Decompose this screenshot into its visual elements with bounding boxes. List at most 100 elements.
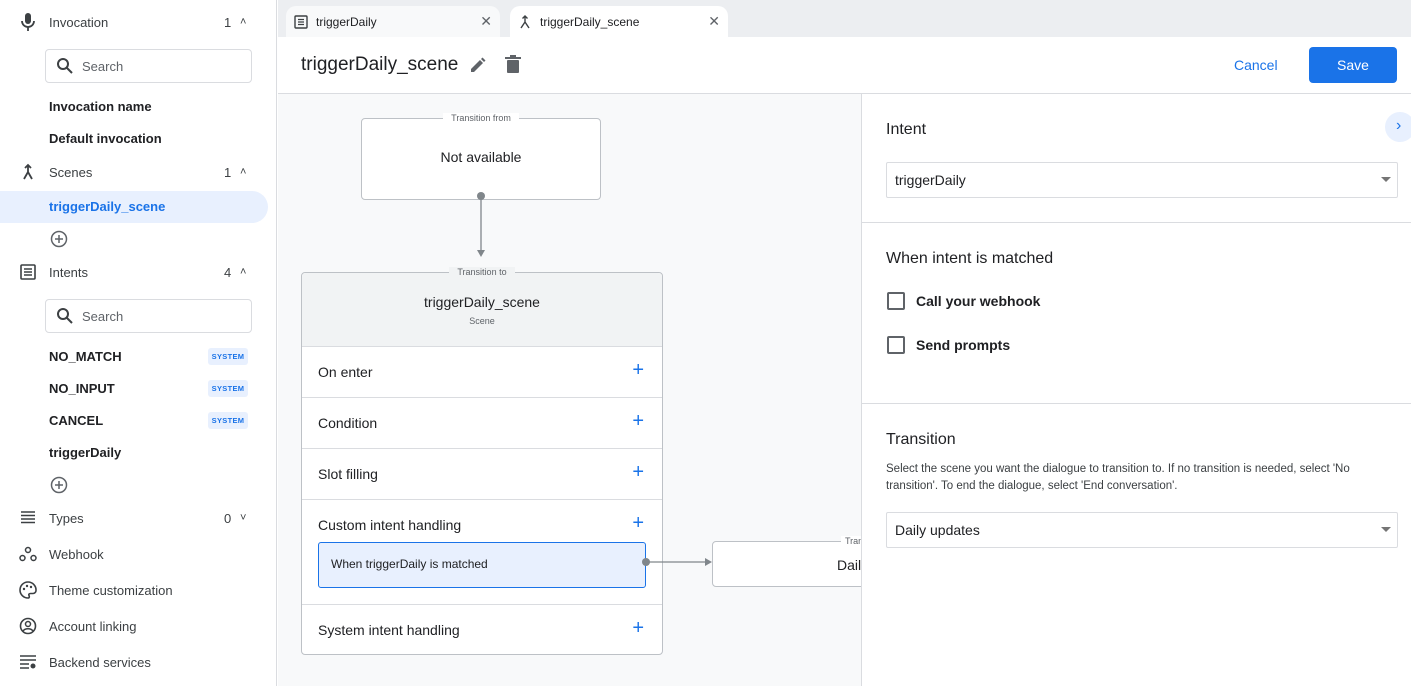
tab-label: triggerDaily [316,14,377,29]
intent-handler-item[interactable]: When triggerDaily is matched [318,542,646,588]
close-icon[interactable]: ✕ [480,13,492,29]
invocation-search-input[interactable]: Search [45,49,252,83]
link-label: Account linking [49,618,137,634]
chevron-up-icon[interactable]: ˄ [240,16,247,28]
tab-triggerdaily[interactable]: triggerDaily ✕ [286,6,500,37]
collapse-panel-chevron-icon[interactable]: › [1385,112,1411,142]
section-count: 0 [224,510,232,526]
row-label: Custom intent handling [318,517,462,533]
add-icon[interactable]: + [632,359,644,381]
add-intent-icon[interactable] [50,476,68,494]
sidebar-item-triggerdaily-scene[interactable]: triggerDaily_scene [0,191,268,223]
tab-triggerdaily-scene[interactable]: triggerDaily_scene ✕ [510,6,728,37]
description-line: transition'. To end the dialogue, select… [886,480,1178,492]
link-label: Backend services [49,654,151,670]
intent-heading: Intent [886,121,927,138]
link-label: Theme customization [49,582,173,598]
section-label: Scenes [49,164,93,180]
connector-arrow [477,192,485,257]
row-condition[interactable]: Condition+ [302,397,662,448]
sidebar-item-theme-customization[interactable]: Theme customization [0,575,276,605]
divider [862,222,1411,223]
sidebar-item-backend-services[interactable]: Backend services [0,647,276,677]
palette-icon [18,580,38,600]
scene-type-label: Scene [469,316,495,326]
row-on-enter[interactable]: On enter + [302,346,662,397]
delete-trash-icon[interactable] [505,55,521,74]
checkbox-label: Call your webhook [916,293,1041,309]
page-header: triggerDaily_scene Cancel Save [278,37,1411,94]
sidebar-item-cancel[interactable]: CANCEL [49,413,104,428]
system-badge: SYSTEM [208,380,248,397]
transition-select[interactable]: Daily updates [886,512,1398,548]
box-legend: Transition to [841,536,861,546]
sidebar-section-types[interactable]: Types 0 ˅ [0,503,276,533]
row-label: Slot filling [318,466,378,482]
row-custom-intent-handling[interactable]: Custom intent handling + When triggerDail… [302,499,662,604]
transition-target-value: Daily updates [837,557,861,573]
chevron-up-icon[interactable]: ˄ [240,166,247,178]
box-legend: Transition from [443,113,519,123]
dropdown-arrow-icon [1381,527,1391,532]
description-line: Select the scene you want the dialogue t… [886,463,1350,475]
section-count: 1 [224,164,232,180]
box-legend: Transition to [449,267,515,277]
connector-arrow [642,558,712,566]
section-label: Invocation [49,14,109,30]
sidebar-item-triggerdaily[interactable]: triggerDaily [49,445,122,460]
intent-select[interactable]: triggerDaily [886,162,1398,198]
scene-merge-icon [18,162,38,182]
sidebar-item-invocation-name[interactable]: Invocation name [49,99,152,114]
transition-heading: Transition [886,431,956,448]
chevron-up-icon[interactable]: ˄ [240,266,247,278]
row-label: System intent handling [318,622,460,638]
section-count: 4 [224,264,232,280]
sidebar-item-account-linking[interactable]: Account linking [0,611,276,641]
when-matched-heading: When intent is matched [886,250,1054,267]
edit-pencil-icon[interactable] [469,56,487,74]
tab-label: triggerDaily_scene [540,14,640,29]
scene-name: triggerDaily_scene [424,294,540,310]
transition-from-value: Not available [440,149,522,165]
sidebar-section-intents[interactable]: Intents 4 ˄ [0,257,276,287]
save-button[interactable]: Save [1309,47,1397,83]
sidebar-section-invocation[interactable]: Invocation 1 ˄ [0,7,276,37]
intents-search-input[interactable]: Search [45,299,252,333]
page-title: triggerDaily_scene [301,54,459,75]
transition-from-box: Transition from Not available [361,113,601,200]
row-slot-filling[interactable]: Slot filling + [302,448,662,499]
sidebar-item-no-match[interactable]: NO_MATCH [49,349,122,364]
sidebar-item-no-input[interactable]: NO_INPUT [49,381,115,396]
scene-canvas: Transition from Not available Transition… [278,94,861,686]
account-circle-icon [18,616,38,636]
chevron-down-icon[interactable]: ˅ [240,512,247,524]
search-icon [57,58,73,74]
search-icon [57,308,73,324]
call-webhook-checkbox[interactable] [887,292,905,310]
system-badge: SYSTEM [208,348,248,365]
transition-target-box[interactable]: Transition to Daily updates [712,536,861,587]
scene-label: triggerDaily_scene [49,199,166,214]
send-prompts-checkbox[interactable] [887,336,905,354]
add-scene-icon[interactable] [50,230,68,248]
add-icon[interactable]: + [632,461,644,483]
add-icon[interactable]: + [632,617,644,639]
sidebar-item-webhook[interactable]: Webhook [0,539,276,569]
row-label: On enter [318,364,373,380]
microphone-icon [18,12,38,32]
link-label: Webhook [49,546,104,562]
scene-merge-icon [520,14,530,28]
scene-box: Transition to triggerDaily_scene Scene O… [301,267,663,655]
add-icon[interactable]: + [632,512,644,534]
row-system-intent-handling[interactable]: System intent handling + [302,604,662,655]
intent-list-icon [294,14,308,29]
divider [862,403,1411,404]
cancel-button[interactable]: Cancel [1234,57,1278,73]
select-value: triggerDaily [895,172,966,188]
tab-bar: triggerDaily ✕ triggerDaily_scene ✕ [278,0,1411,37]
sidebar-item-default-invocation[interactable]: Default invocation [49,131,162,146]
sidebar-section-scenes[interactable]: Scenes 1 ˄ [0,157,276,187]
close-icon[interactable]: ✕ [708,13,720,29]
add-icon[interactable]: + [632,410,644,432]
system-badge: SYSTEM [208,412,248,429]
